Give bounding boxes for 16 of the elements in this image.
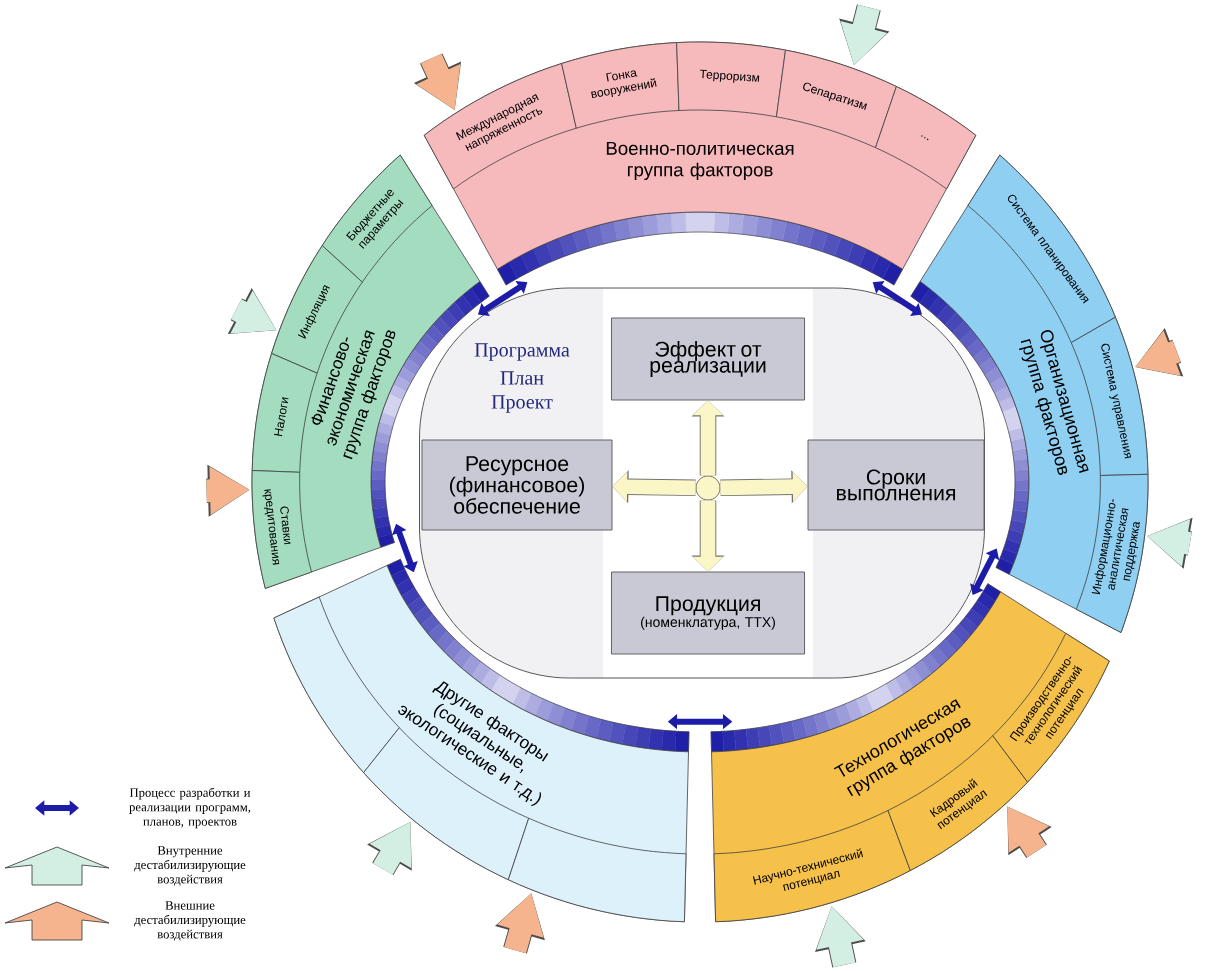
parameter-box: Ресурсное (финансовое) обеспечение (421, 439, 613, 531)
factor-cell: Терроризм (676, 41, 786, 118)
parameter-box: Эффект от реализации (611, 317, 805, 401)
parameter-box: Продукция (номенклатура, ТТХ) (611, 571, 805, 655)
factor-cell: Ставки кредитования (251, 470, 312, 589)
parameter-box: Сроки выполнения (807, 439, 985, 531)
panel-label: Проект (491, 395, 553, 413)
factor-cell: ... (875, 86, 977, 190)
factor-cell (273, 596, 400, 773)
panel-label: План (500, 371, 544, 385)
legend-text: Внешние дестабилизирующие воздействия (134, 901, 246, 941)
legend-text: Процесс разработки и реализации программ, планов, проектов (129, 787, 251, 829)
factor-cell (507, 817, 687, 923)
factor-cell: Гонка вооружений (561, 42, 680, 129)
hub-circle (695, 475, 721, 501)
legend-text: Внутренние дестабилизирующие воздействия (134, 846, 246, 886)
